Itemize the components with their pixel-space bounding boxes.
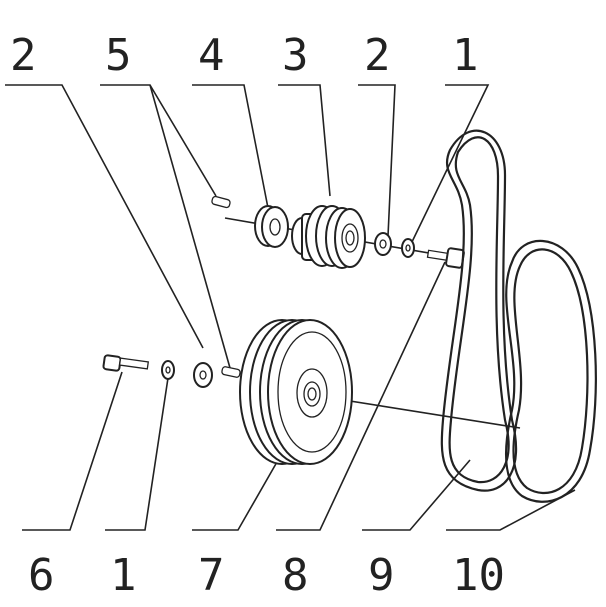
washer-bottom xyxy=(193,362,213,388)
spacer-ring xyxy=(254,205,289,248)
leader-5-top-b xyxy=(149,84,231,369)
bottom-leader-lines xyxy=(22,261,576,531)
lower-assembly xyxy=(102,319,353,465)
leader-4-top xyxy=(192,84,269,209)
callout-8-bottom: 8 xyxy=(282,550,309,601)
leader-9-bottom xyxy=(362,459,471,531)
drive-pulley xyxy=(239,319,353,465)
callout-1-top: 1 xyxy=(452,30,479,81)
leader-3-top xyxy=(278,84,331,197)
lock-washer-bottom xyxy=(161,360,175,380)
leader-10-bottom xyxy=(446,489,576,531)
bolt-upper xyxy=(426,247,465,269)
bolt-lower xyxy=(102,354,150,372)
leader-2-top-right xyxy=(358,84,396,237)
callout-3-top: 3 xyxy=(282,30,309,81)
callout-6-bottom: 6 xyxy=(28,550,55,601)
callout-7-bottom: 7 xyxy=(198,550,225,601)
key-pin-top xyxy=(211,195,231,209)
leader-6-bottom xyxy=(22,371,123,531)
callout-2-top-right: 2 xyxy=(364,30,391,81)
washer-top xyxy=(374,232,392,256)
leader-2-top-left xyxy=(5,84,204,349)
callout-1-bottom: 1 xyxy=(110,550,137,601)
callout-2-top-left: 2 xyxy=(10,30,37,81)
idler-pulley xyxy=(291,205,366,269)
top-leader-lines xyxy=(5,84,490,369)
leader-7-bottom xyxy=(192,447,286,531)
leader-5-top-a xyxy=(100,84,217,197)
key-pin-bottom xyxy=(221,366,241,378)
lock-washer-top xyxy=(401,238,415,258)
leader-8-bottom xyxy=(276,261,446,531)
callout-10-bottom: 10 xyxy=(452,550,505,601)
callout-5-top: 5 xyxy=(105,30,132,81)
leader-1-top xyxy=(409,84,490,247)
belt-9 xyxy=(440,129,518,492)
upper-assembly xyxy=(211,195,465,269)
belt-10 xyxy=(505,239,597,503)
leader-1-bottom xyxy=(105,377,169,531)
callout-4-top: 4 xyxy=(198,30,225,81)
callout-9-bottom: 9 xyxy=(368,550,395,601)
